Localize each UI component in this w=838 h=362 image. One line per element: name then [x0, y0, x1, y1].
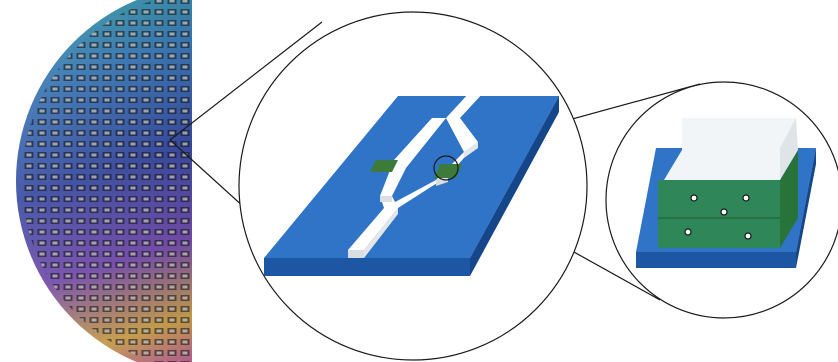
section-waveguide-block: [664, 118, 796, 180]
active-region-left: [370, 160, 398, 172]
section-panel: [605, 81, 838, 319]
wafer-chip-array: [22, 0, 192, 362]
device-substrate-front: [264, 258, 470, 276]
section-substrate-front: [636, 252, 796, 268]
device-detail-circle: [433, 155, 459, 181]
active-region-right: [434, 164, 462, 178]
device-substrate-side: [470, 96, 559, 276]
section-substrate-side: [796, 148, 816, 268]
device-substrate-top: [264, 96, 559, 258]
wafer: [16, 0, 192, 362]
section-active-layer-side: [780, 150, 798, 248]
wafer-to-device-line-top: [169, 21, 323, 141]
particle-icon: [684, 194, 752, 240]
device-panel: [238, 11, 588, 361]
section-active-layer-front: [658, 180, 780, 248]
